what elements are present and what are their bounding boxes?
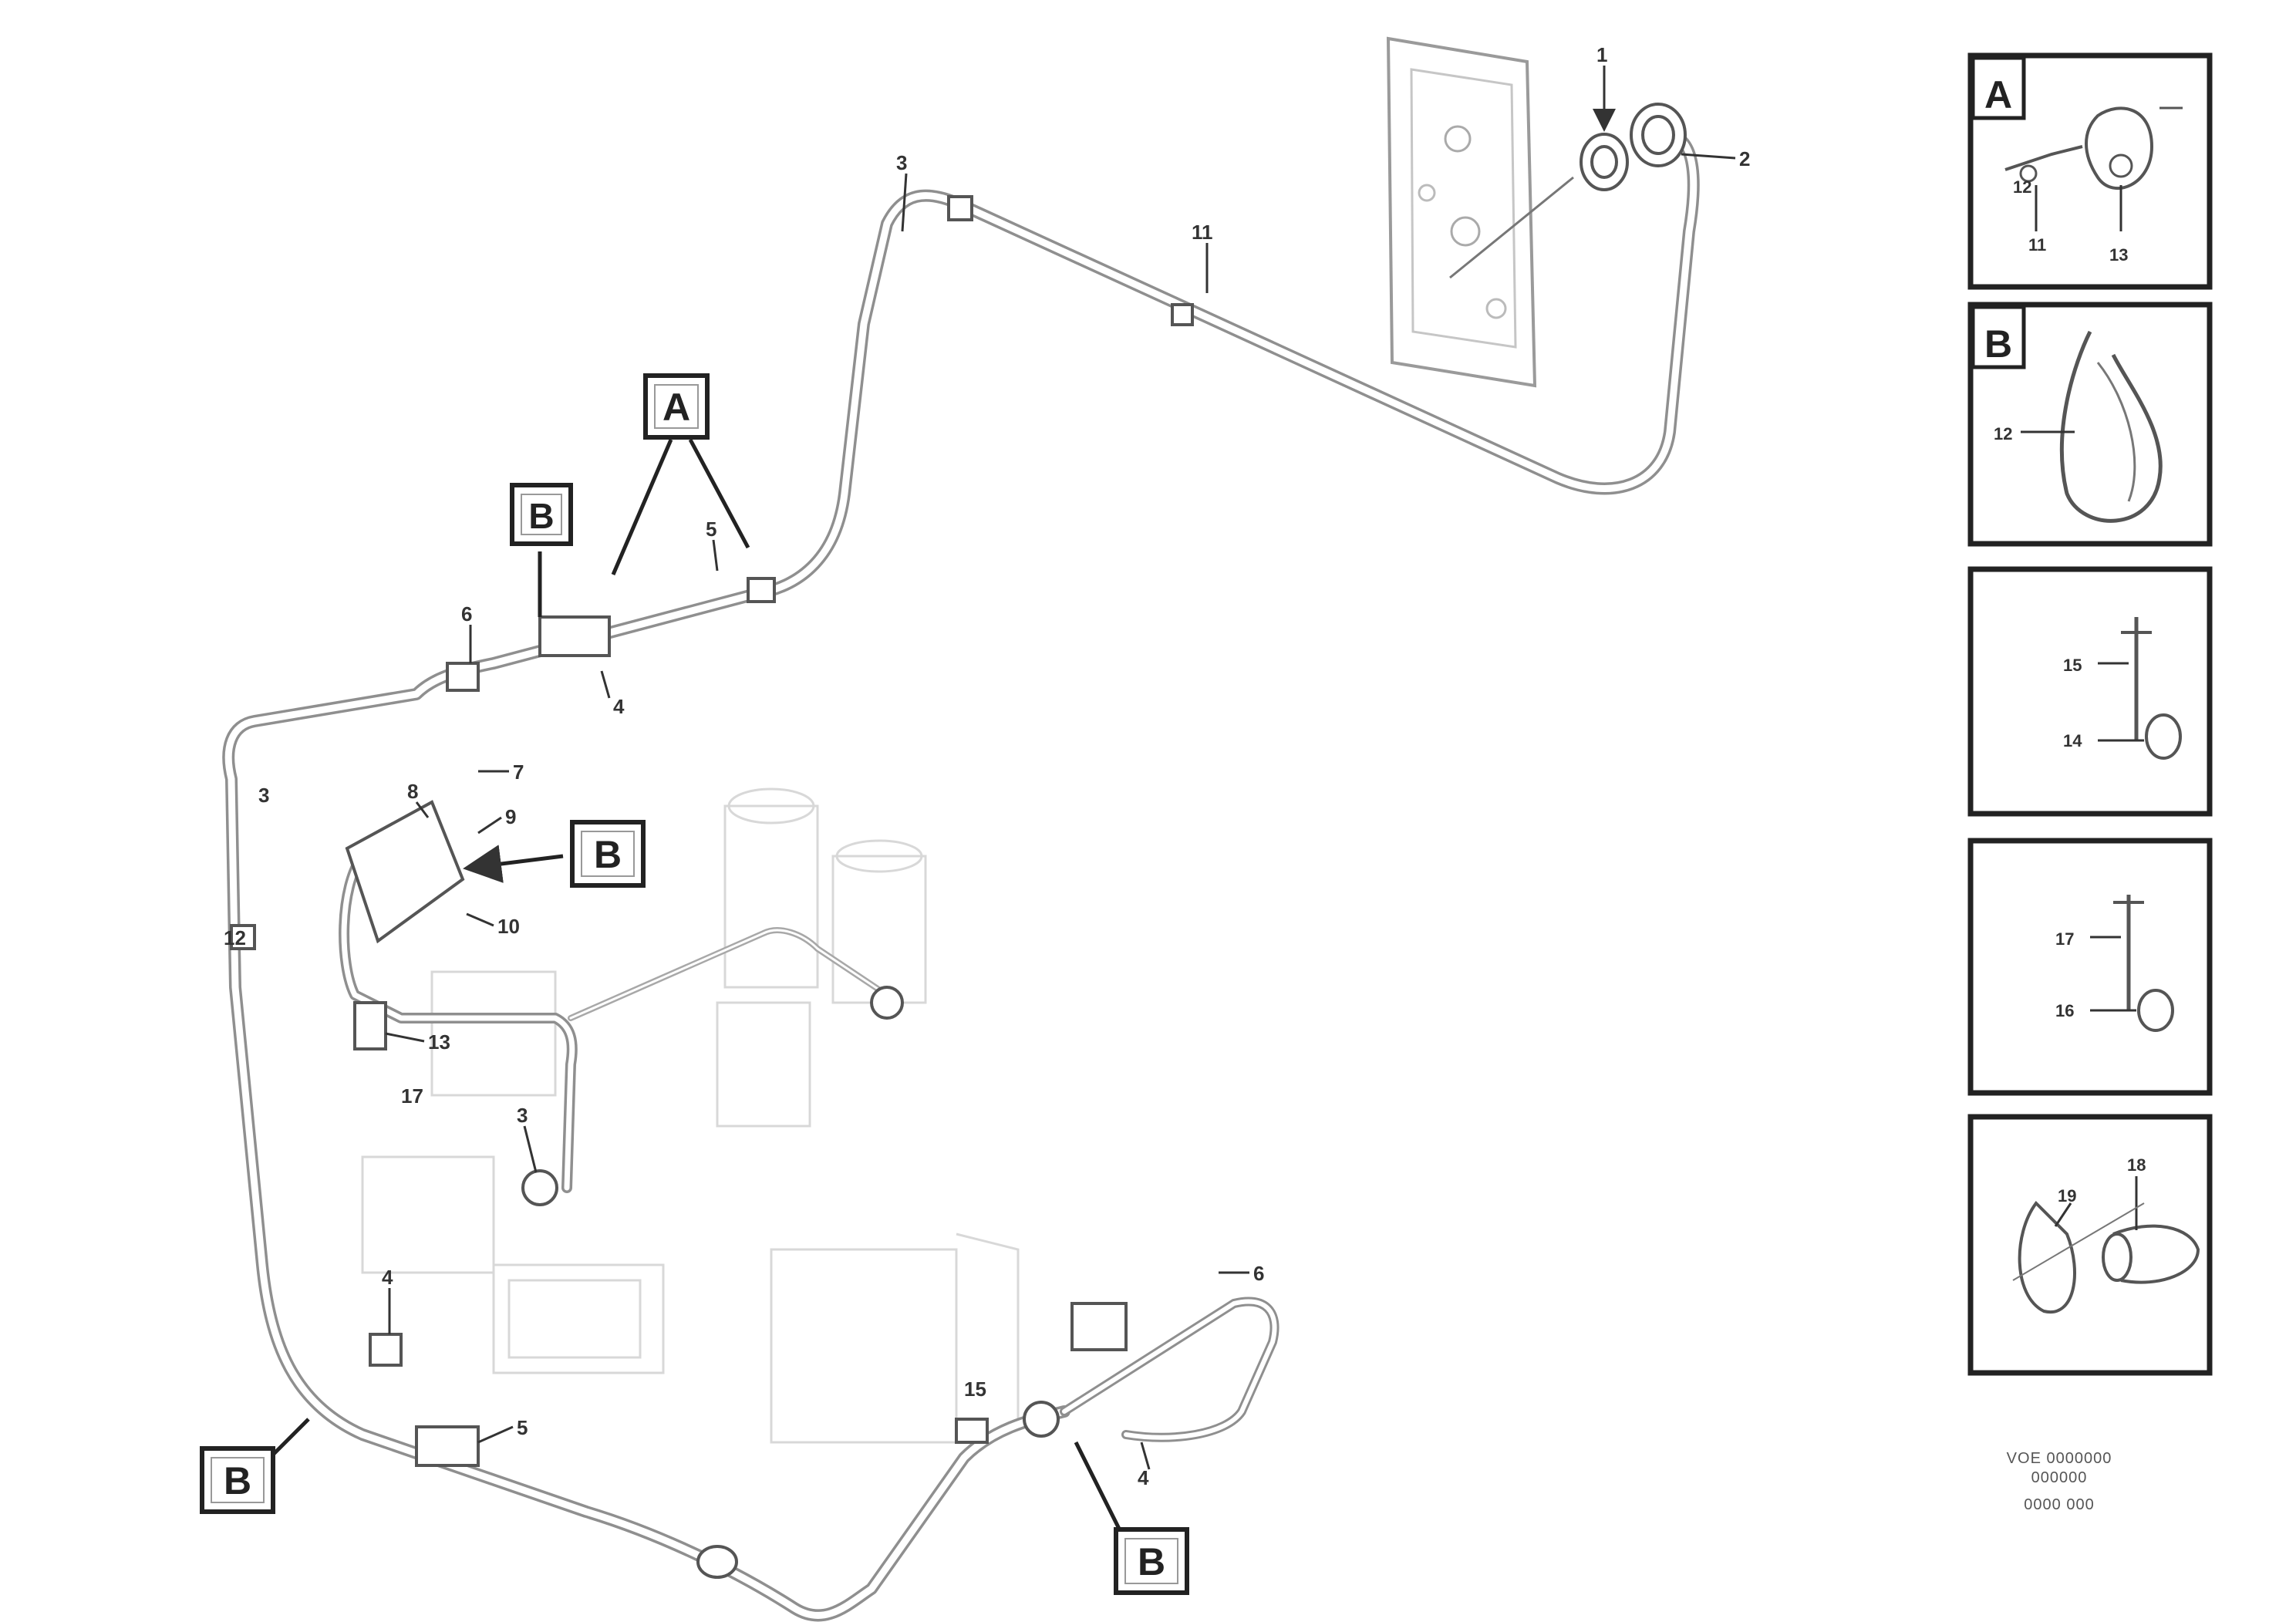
svg-text:18: 18 [2127,1155,2146,1175]
callout-pointers [268,438,1128,1544]
svg-text:A: A [663,386,690,429]
drawing-code: VOE 0000000 [2006,1450,2112,1467]
callout-b-top: B [510,483,573,546]
drawing-ref: 0000 000 [2024,1496,2095,1513]
detail-panel-4: 17 16 [1967,838,2213,1096]
callout-b-bottom: B [1114,1527,1189,1595]
part-label-1: 1 [1596,43,1607,66]
svg-text:12: 12 [1994,424,2012,443]
part-label-19: 6 [1253,1262,1264,1285]
part-label-21: 4 [1138,1466,1149,1489]
hydraulic-pipe [222,129,1700,1622]
part-label-20: 15 [964,1378,986,1401]
svg-text:16: 16 [2055,1001,2074,1020]
part-number-labels: 1 2 3 11 5 6 4 7 8 9 3 10 12 13 17 3 4 5… [224,43,1750,1489]
svg-text:B: B [1138,1540,1165,1583]
svg-text:12: 12 [2013,177,2031,197]
background-components [361,787,1020,1444]
part-label-14: 13 [428,1030,450,1054]
part-label-2: 2 [1739,147,1750,170]
leader-lines [385,66,1736,1470]
svg-text:B: B [1984,322,2012,366]
part-label-6: 6 [461,602,472,626]
svg-text:B: B [594,833,622,876]
part-label-9: 8 [407,780,418,803]
part-label-13: 12 [224,926,246,949]
part-label-8: 7 [513,760,524,784]
detail-panel-a: A 12 11 13 [1967,52,2213,290]
detail-panel-3: 15 14 [1967,566,2213,817]
part-label-18: 5 [517,1416,528,1439]
pipe-fittings [230,103,1687,1579]
part-label-16: 3 [517,1104,528,1127]
svg-text:13: 13 [2109,245,2128,265]
svg-text:17: 17 [2055,929,2074,949]
drawing-subcode: 000000 [2031,1469,2088,1486]
svg-text:19: 19 [2058,1186,2076,1206]
svg-text:A: A [1984,73,2012,116]
svg-text:B: B [528,496,554,536]
svg-text:14: 14 [2063,731,2082,750]
part-label-17: 4 [382,1266,393,1289]
part-label-4: 11 [1192,221,1213,244]
svg-text:B: B [224,1459,251,1502]
valve-plate [1386,36,1574,388]
part-label-11: 3 [258,784,269,807]
part-label-7: 4 [613,695,625,718]
part-label-12: 10 [497,915,520,938]
callout-b-mid: B [570,820,646,888]
callout-b-left: B [200,1446,275,1514]
part-label-15: 17 [401,1084,423,1108]
svg-text:11: 11 [2028,235,2046,255]
svg-text:15: 15 [2063,656,2082,675]
detail-panel-b: B 12 [1967,302,2213,547]
callout-a: A [643,373,710,440]
detail-panel-5: 18 19 [1967,1114,2213,1376]
part-label-5: 5 [706,518,716,541]
part-label-10: 9 [505,805,516,828]
part-label-3: 3 [896,151,907,174]
